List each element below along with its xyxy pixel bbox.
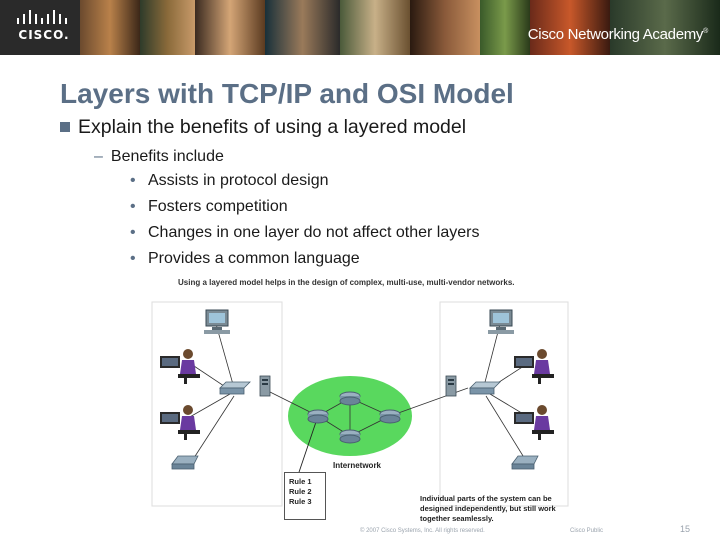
banner-photo <box>80 0 140 55</box>
rule-item: Rule 1 <box>289 477 312 486</box>
banner-photo <box>480 0 530 55</box>
academy-title-text: Cisco Networking Academy <box>527 26 704 43</box>
page-number: 15 <box>680 524 691 534</box>
figure-caption: Using a layered model helps in the desig… <box>178 278 515 287</box>
academy-title: Cisco Networking Academy® <box>527 26 709 43</box>
network-diagram <box>151 301 569 507</box>
list-item: • Fosters competition <box>130 198 288 216</box>
bullet-dot-icon: • <box>130 172 136 189</box>
bullet-dot-icon: • <box>130 250 136 267</box>
router-icon <box>379 409 401 424</box>
router-icon <box>307 409 329 424</box>
list-item-text: Assists in protocol design <box>148 172 329 189</box>
list-item: • Assists in protocol design <box>130 172 329 190</box>
router-icon <box>339 429 361 444</box>
rules-box: Rule 1 Rule 2 Rule 3 <box>284 472 326 520</box>
rule-item: Rule 2 <box>289 487 312 496</box>
cisco-logo: CISCO. <box>14 10 74 46</box>
internetwork-label: Internetwork <box>333 461 382 470</box>
banner-photo <box>265 0 340 55</box>
list-item-text: Provides a common language <box>148 250 360 267</box>
banner-photo <box>410 0 480 55</box>
desktop-pc-icon <box>203 309 231 335</box>
sub-bullet-text: Benefits include <box>110 148 224 165</box>
banner-photo <box>140 0 195 55</box>
desktop-pc-icon <box>487 309 515 335</box>
cisco-wordmark: CISCO. <box>18 28 70 42</box>
slide-title: Layers with TCP/IP and OSI Model <box>60 78 514 109</box>
list-item: • Changes in one layer do not affect othe… <box>130 224 479 242</box>
banner-photo <box>530 0 610 55</box>
server-icon <box>445 375 457 397</box>
bullet-level2: –Benefits include <box>94 148 224 166</box>
dash-icon: – <box>94 148 103 165</box>
banner-photo <box>195 0 265 55</box>
router-icon <box>339 391 361 406</box>
banner-photo <box>610 0 720 55</box>
bullet-level1: Explain the benefits of using a layered … <box>60 116 466 139</box>
bullet-dot-icon: • <box>130 198 136 215</box>
cisco-bars-icon <box>17 10 67 24</box>
figure-note: Individual parts of the system can be de… <box>420 494 556 523</box>
left-lan-area <box>151 301 283 507</box>
bullet-dot-icon: • <box>130 224 136 241</box>
list-item-text: Fosters competition <box>148 198 288 215</box>
server-icon <box>259 375 271 397</box>
bullet-text: Explain the benefits of using a layered … <box>78 116 467 138</box>
list-item: • Provides a common language <box>130 250 360 268</box>
copyright-text: © 2007 Cisco Systems, Inc. All rights re… <box>360 528 485 534</box>
academy-tm: ® <box>703 28 708 35</box>
banner-photo <box>340 0 410 55</box>
bullet-square-icon <box>60 122 70 132</box>
right-lan-area <box>439 301 569 507</box>
network-figure: Using a layered model helps in the desig… <box>150 276 570 534</box>
rule-item: Rule 3 <box>289 497 312 506</box>
header-banner: CISCO. Cisco Networking Academy® <box>0 0 720 55</box>
classification-text: Cisco Public <box>570 528 604 534</box>
list-item-text: Changes in one layer do not affect other… <box>148 224 480 241</box>
